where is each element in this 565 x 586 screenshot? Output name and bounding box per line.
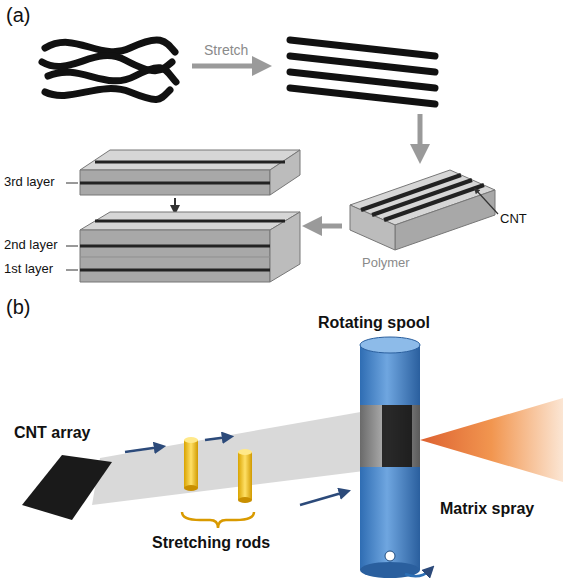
- matrix-spray: [420, 398, 563, 482]
- flow-arrow: [125, 447, 160, 452]
- layer-slab: [80, 150, 300, 195]
- part-label: Stretching rods: [152, 534, 270, 552]
- layer-label: 1st layer: [4, 262, 53, 277]
- stack-arrow: [174, 198, 176, 210]
- flow-arrow: [205, 437, 228, 440]
- stretching-rod: [184, 437, 252, 503]
- flow-arrow: [300, 492, 345, 505]
- leader-line: [476, 190, 498, 214]
- cnt-sheet: [92, 410, 372, 505]
- process-arrow: [418, 114, 423, 154]
- step-label: Stretch: [204, 42, 248, 58]
- panel-label: (a): [6, 4, 30, 27]
- part-label: Matrix spray: [440, 500, 534, 518]
- rotating-spool: [360, 337, 420, 578]
- leader-line: [66, 183, 78, 270]
- part-label: CNT: [500, 212, 527, 227]
- layer-label: 3rd layer: [4, 175, 55, 190]
- part-label: CNT array: [14, 424, 90, 442]
- process-arrow: [312, 224, 342, 229]
- rotation-arrow: [405, 570, 430, 576]
- brace: [182, 512, 254, 528]
- layer-label: 2nd layer: [4, 238, 57, 253]
- part-label: Polymer: [362, 256, 410, 271]
- wavy-cnts: [42, 40, 176, 99]
- process-arrow: [192, 64, 262, 69]
- layer-slab: [80, 212, 300, 282]
- aligned-cnts: [290, 40, 435, 104]
- part-label: Rotating spool: [318, 314, 430, 332]
- polymer-block: [350, 170, 495, 250]
- cnt-array: [22, 455, 112, 520]
- panel-label: (b): [6, 296, 30, 319]
